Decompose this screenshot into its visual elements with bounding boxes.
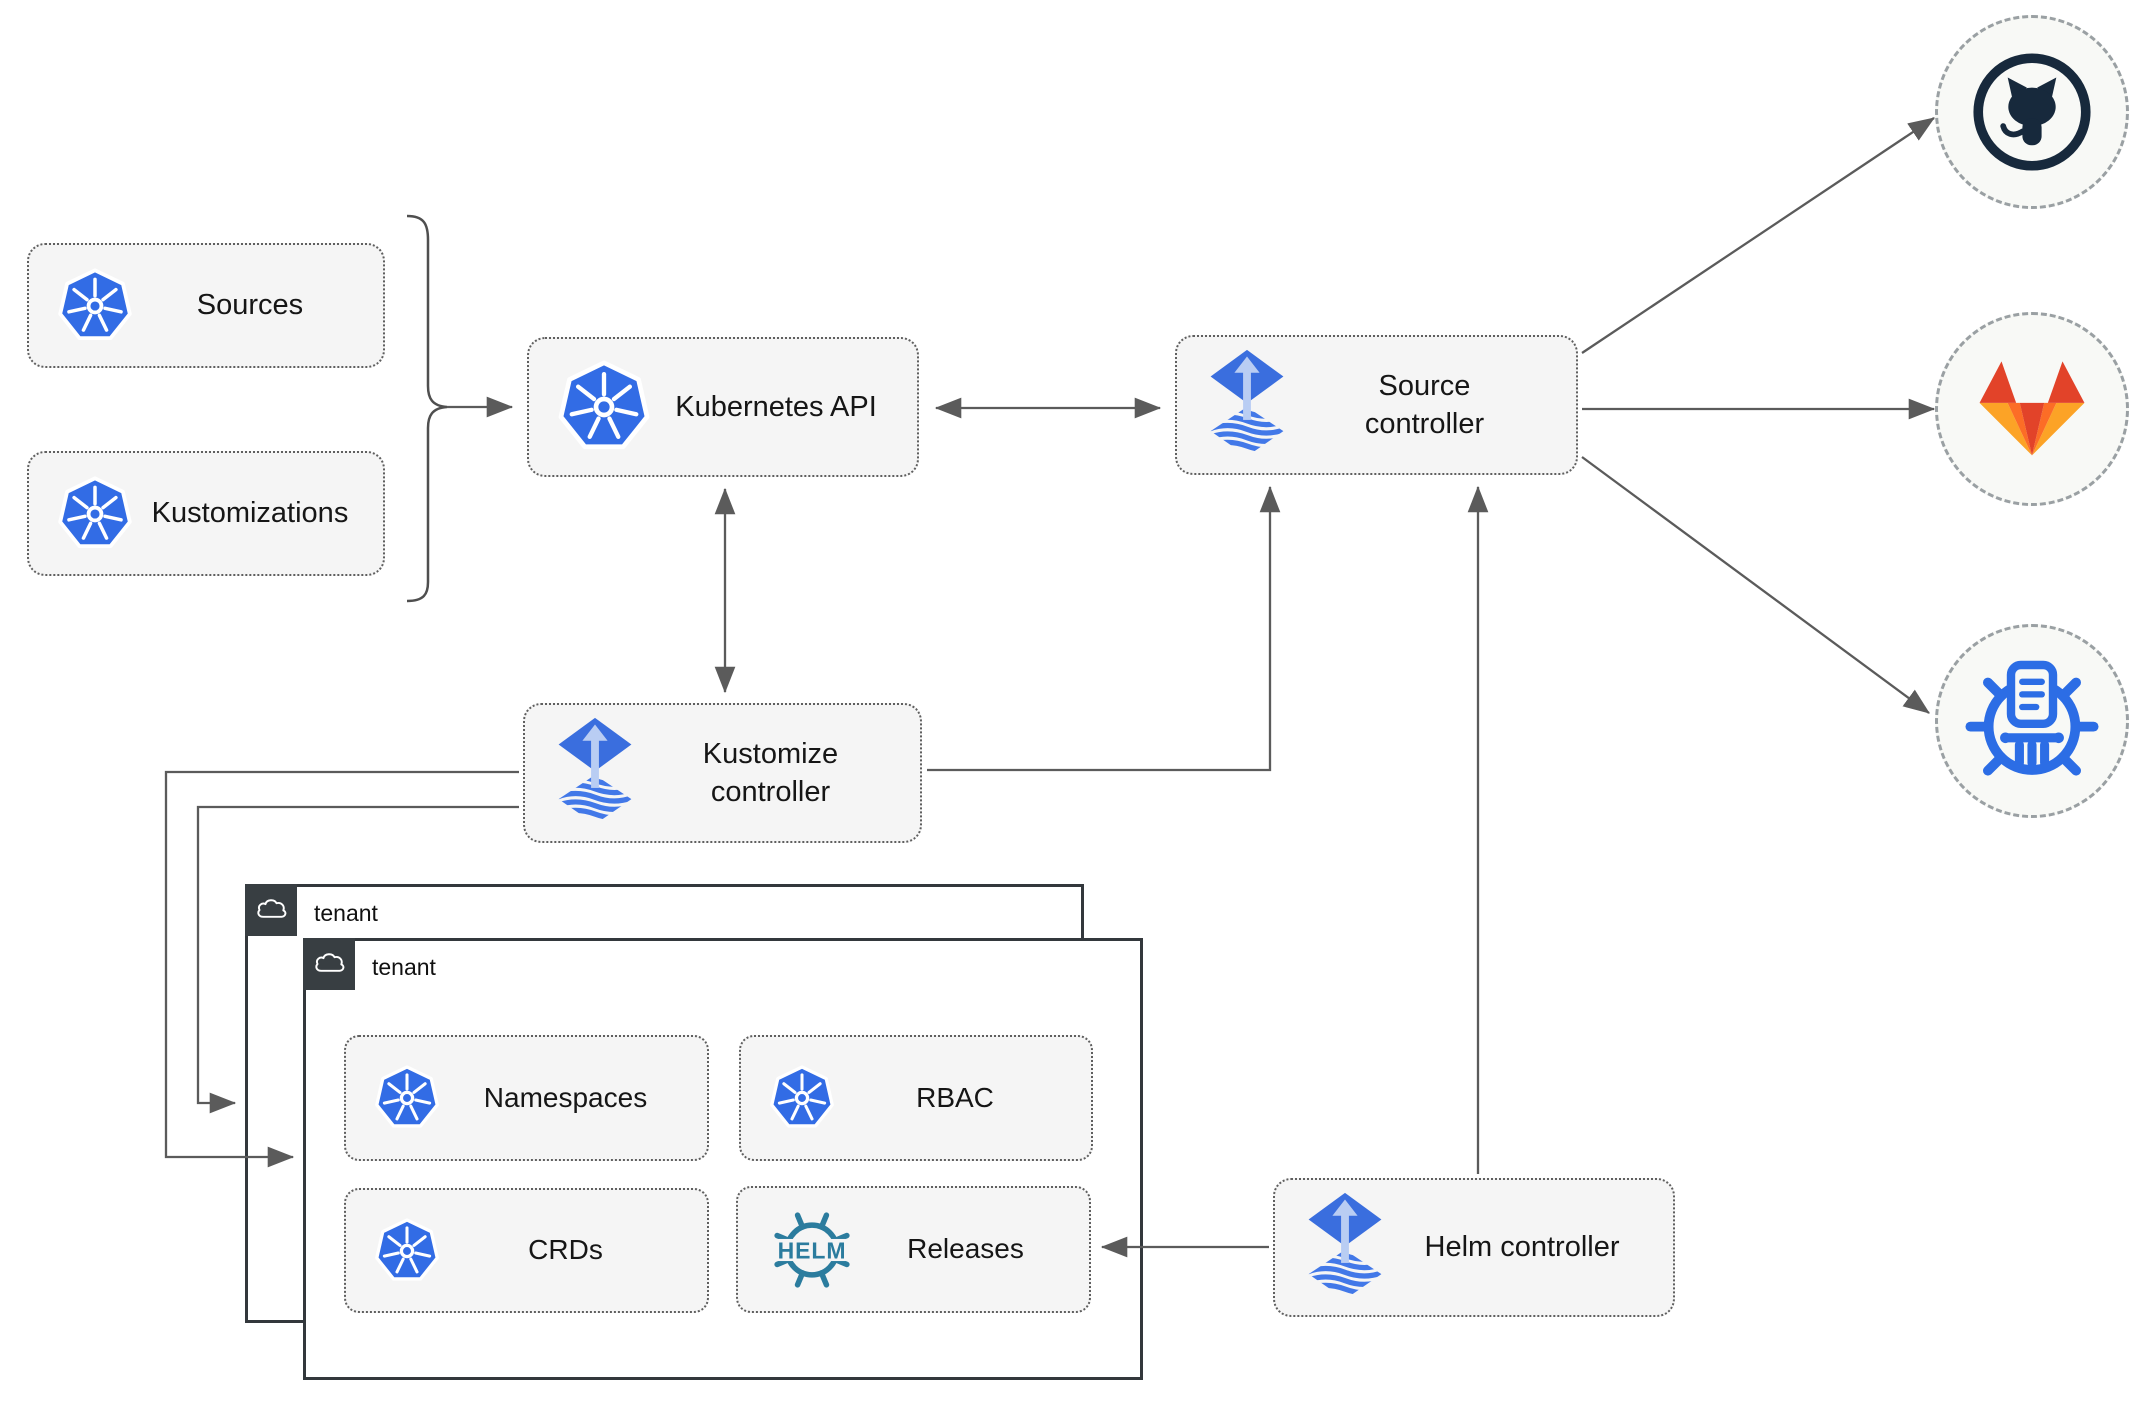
node-crds-label: CRDs bbox=[528, 1234, 603, 1266]
gitlab-icon bbox=[1971, 357, 2093, 461]
endpoint-gitlab bbox=[1935, 312, 2129, 506]
node-sources-label: Sources bbox=[196, 289, 304, 322]
node-rbac-label: RBAC bbox=[916, 1081, 994, 1113]
node-releases: HELM Releases bbox=[736, 1186, 1091, 1313]
tenant-label: tenant bbox=[314, 900, 378, 926]
kubernetes-icon bbox=[769, 1065, 835, 1131]
node-helm-controller-label: Helm controller bbox=[1424, 1231, 1620, 1264]
node-kustomize-controller: Kustomize controller bbox=[523, 703, 922, 843]
tenant-header bbox=[245, 884, 297, 936]
node-crds: CRDs bbox=[344, 1188, 709, 1313]
tenant-container-front: tenant Namespaces RBAC CRDs HELM Release… bbox=[303, 938, 1143, 1380]
node-kubernetes-api-label: Kubernetes API bbox=[675, 390, 877, 423]
group-brace bbox=[406, 214, 448, 603]
flux-icon bbox=[553, 714, 637, 832]
node-kustomize-controller-label: Kustomize controller bbox=[702, 737, 839, 808]
endpoint-chart-repository bbox=[1935, 624, 2129, 818]
kubernetes-icon bbox=[374, 1065, 440, 1131]
github-icon bbox=[1968, 48, 2096, 176]
cloud-icon bbox=[312, 947, 346, 981]
kubernetes-icon bbox=[57, 475, 133, 552]
edge-source-to-github bbox=[1581, 117, 1935, 354]
node-source-controller-label: Source controller bbox=[1364, 369, 1485, 440]
edge-source-to-chart-repo bbox=[1581, 456, 1930, 714]
node-helm-controller: Helm controller bbox=[1273, 1178, 1675, 1317]
flux-icon bbox=[1303, 1189, 1387, 1307]
edge-kustomize-to-source bbox=[927, 485, 1281, 772]
tenant-label: tenant bbox=[372, 954, 436, 980]
node-source-controller: Source controller bbox=[1175, 335, 1578, 475]
node-kustomizations: Kustomizations bbox=[27, 451, 385, 576]
node-kustomizations-label: Kustomizations bbox=[151, 497, 349, 530]
node-rbac: RBAC bbox=[739, 1035, 1093, 1161]
kubernetes-icon bbox=[374, 1217, 440, 1284]
svg-text:HELM: HELM bbox=[778, 1237, 847, 1263]
kubernetes-icon bbox=[57, 267, 133, 344]
node-kubernetes-api: Kubernetes API bbox=[527, 337, 919, 477]
node-namespaces: Namespaces bbox=[344, 1035, 709, 1161]
chartmuseum-icon bbox=[1962, 651, 2102, 791]
flux-icon bbox=[1205, 346, 1289, 464]
node-sources: Sources bbox=[27, 243, 385, 368]
node-releases-label: Releases bbox=[907, 1233, 1024, 1265]
tenant-header bbox=[303, 938, 355, 990]
helm-wheel-icon: HELM bbox=[766, 1204, 858, 1296]
node-namespaces-label: Namespaces bbox=[483, 1081, 648, 1113]
kubernetes-icon bbox=[557, 360, 651, 454]
endpoint-github bbox=[1935, 15, 2129, 209]
cloud-icon bbox=[254, 893, 288, 927]
